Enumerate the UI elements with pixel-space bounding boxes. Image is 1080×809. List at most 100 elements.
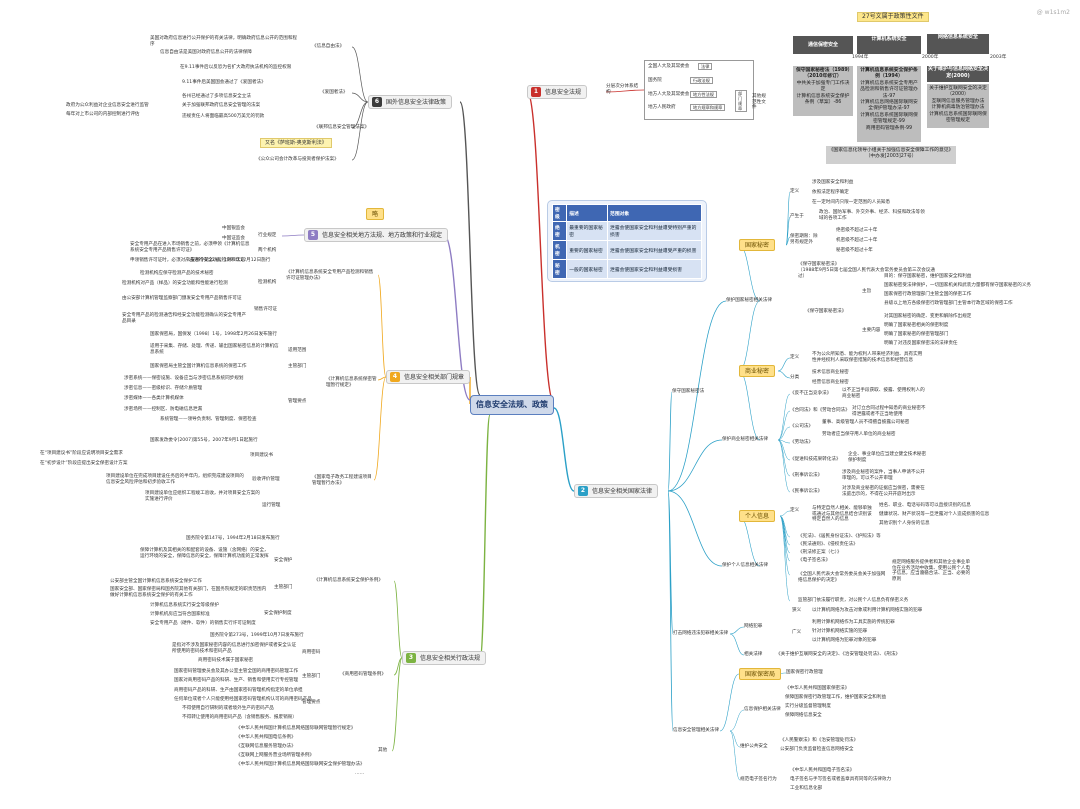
node-label: 规范电子签名行为 bbox=[740, 777, 777, 782]
connector-line bbox=[667, 391, 673, 492]
node-label: 项目建议书 bbox=[250, 453, 273, 458]
connector-line bbox=[785, 191, 791, 246]
connector-line bbox=[738, 244, 761, 302]
law-name: 《反不正当竞争法》 bbox=[790, 391, 832, 396]
node-label: 狭义 bbox=[792, 608, 802, 613]
tag-business-secret[interactable]: 商业秘密 bbox=[739, 365, 776, 377]
connector-line bbox=[779, 515, 791, 562]
tag-personal[interactable]: 个人信息 bbox=[739, 510, 776, 522]
timeline-item: 计算机信息系统国际联网保密管理规定-99 bbox=[860, 112, 918, 125]
table-cell: 重要的国家秘密 bbox=[566, 240, 609, 260]
timeline-head: 通信保密安全 bbox=[793, 36, 853, 54]
law-note: 美国对政府信息进行公开保护的有关法律，明确政府信息公开的范围和程序 bbox=[150, 36, 298, 47]
node-item: 不得转让使用的商用密码产品（含销售服务、报废销毁） bbox=[182, 715, 297, 720]
node-item: 目的：保守国家秘密，维护国家安全和利益 bbox=[884, 274, 972, 279]
node-item: 《中华人民共和国计算机信息网络国际联网管理暂行规定》 bbox=[236, 726, 356, 731]
b1-side2: 其他规范性文件 bbox=[752, 94, 766, 111]
node-label: 安全保护制度 bbox=[264, 611, 292, 616]
connector-line bbox=[351, 92, 369, 103]
connector-line bbox=[526, 91, 555, 403]
node-label: 信息保护相关法律 bbox=[744, 707, 781, 712]
node-label: 广义 bbox=[792, 630, 802, 635]
b1-type: 地方性法规 bbox=[690, 91, 717, 98]
node-label: 定义 bbox=[790, 355, 800, 360]
b1-row: 全国人大及其常委会 bbox=[648, 64, 690, 69]
timeline-head: 网络信息系统安全 bbox=[927, 34, 989, 54]
connector-line bbox=[729, 730, 741, 748]
node-item: 《人民警察法》和《治安管理处罚法》 bbox=[780, 738, 859, 743]
node-label: 运行管理 bbox=[262, 503, 281, 508]
branch-number: 4 bbox=[390, 372, 400, 382]
law-note: 关于加强联邦政府信息安全管理的法案 bbox=[182, 103, 261, 108]
node-item: 保障网络信息安全 bbox=[785, 713, 822, 718]
b1-row: 地方人民政府 bbox=[648, 105, 676, 110]
node-item: 《中华人民共和国电子签名法》 bbox=[790, 768, 855, 773]
timeline-item: 计算机信息系统安全保护条例（草案）-86 bbox=[796, 93, 850, 106]
branch-label: 信息安全相关地方法规、地方政策和行业规定 bbox=[322, 232, 443, 239]
node-item: 检测机构应保守检测产品的技术秘密 bbox=[140, 271, 214, 276]
node-item: 安全专用产品（硬件、软件）的销售实行许可证制度 bbox=[150, 621, 256, 626]
watermark: @ w1s1m2 bbox=[1036, 9, 1070, 16]
tag-omit[interactable]: 略 bbox=[366, 208, 385, 220]
timeline-year: 2003年 bbox=[990, 55, 1007, 60]
connector-line bbox=[779, 510, 791, 517]
law-note: 各州已经通过了多项信息安全立法 bbox=[182, 94, 251, 99]
connector-line bbox=[281, 234, 305, 237]
timeline-item: 计算机信息系统安全保护条例（1994） bbox=[860, 68, 918, 80]
node-label: 主要内容 bbox=[862, 328, 881, 333]
connector-line bbox=[351, 101, 369, 161]
law-name: 《计算机信息系统安全专用产品检测和销售许可证管理办法》 bbox=[286, 270, 374, 281]
law-name: 《商用密码管理条例》 bbox=[340, 672, 386, 677]
law-note: 以不正当手段获取、披露、使用权利人的商业秘密 bbox=[842, 388, 925, 399]
law-name: 《爱国者法》 bbox=[320, 90, 348, 95]
law-note: （1988年9月5日第七届全国人民代表大会常务委员会第三次会议通过） bbox=[798, 268, 935, 279]
root-node[interactable]: 信息安全法规、政策 bbox=[470, 395, 554, 415]
node-item: 以计算机网络为攻击对象或利用计算机网络实施的犯罪 bbox=[812, 608, 923, 613]
node-item: 在一定时间内只限一定范围的人员知悉 bbox=[812, 200, 891, 205]
timeline-item: 中共关于加强专门工作决定 bbox=[796, 80, 850, 93]
node-item: 与特定自然人相关、能够单独或通过与其他信息结合识别该特定自然人的信息 bbox=[812, 506, 872, 523]
timeline-col1: 保守国家秘密法（1989）（2010年修订） 中共关于加强专门工作决定 计算机信… bbox=[793, 66, 853, 116]
table-header: 密级 bbox=[551, 204, 568, 222]
node-item: 《互联网信息服务管理办法》 bbox=[236, 744, 296, 749]
tag-protection-bureau[interactable]: 国家保密局 bbox=[739, 668, 782, 680]
node-label: 管理要点 bbox=[288, 399, 307, 404]
connector-line bbox=[351, 46, 369, 103]
timeline-head: 计算机系统安全 bbox=[857, 36, 921, 54]
node-item: 公安部令第32号，1997年12月12日施行 bbox=[186, 258, 271, 263]
table-cell: 秘密 bbox=[551, 259, 568, 279]
table-header: 描述 bbox=[566, 204, 609, 222]
table-cell: 最重要的国家秘密 bbox=[566, 221, 609, 241]
table-header: 范围对象 bbox=[607, 204, 702, 222]
connector-line bbox=[777, 439, 791, 493]
node-label: 适用范围 bbox=[288, 348, 307, 353]
law-name: 《劳动法》 bbox=[790, 440, 813, 445]
node-item: 经营信息商业秘密 bbox=[812, 380, 849, 385]
timeline-item: 商用密码管理条例-99 bbox=[865, 125, 913, 131]
b1-row: 国务院 bbox=[648, 78, 662, 83]
timeline-year: 2000年 bbox=[922, 55, 939, 60]
node-label: 主管部门 bbox=[274, 585, 293, 590]
table-cell: 绝密 bbox=[551, 221, 568, 241]
tag-state-secret[interactable]: 国家秘密 bbox=[739, 239, 776, 251]
node-item: 政治、国防军事、外交外事、经济、科技和政法等领域的各项工作 bbox=[819, 210, 925, 221]
node-label: 检测机构 bbox=[258, 280, 277, 285]
node-item: 国家秘密受法律保护，一切国家机关和武装力量都有保守国家秘密的义务 bbox=[884, 283, 1032, 288]
connector-line bbox=[777, 357, 791, 372]
node-item: …… bbox=[355, 771, 365, 776]
node-label: 保密期限：除另有规定外 bbox=[790, 234, 818, 245]
node-label: 定义 bbox=[790, 189, 800, 194]
table-row: 绝密最重要的国家秘密泄露会使国家安全和利益遭受特别严重的损害 bbox=[551, 221, 702, 241]
timeline-col2: 计算机信息系统安全保护条例（1994） 计算机信息系统安全专用产品检测和销售许可… bbox=[857, 66, 921, 142]
connector-line bbox=[377, 376, 387, 381]
timeline-item: 互联网信息服务管理办法 bbox=[931, 98, 985, 104]
table-cell: 泄露会使国家安全和利益遭受严重的损害 bbox=[607, 240, 702, 260]
branch-label: 信息安全法规 bbox=[545, 89, 582, 96]
